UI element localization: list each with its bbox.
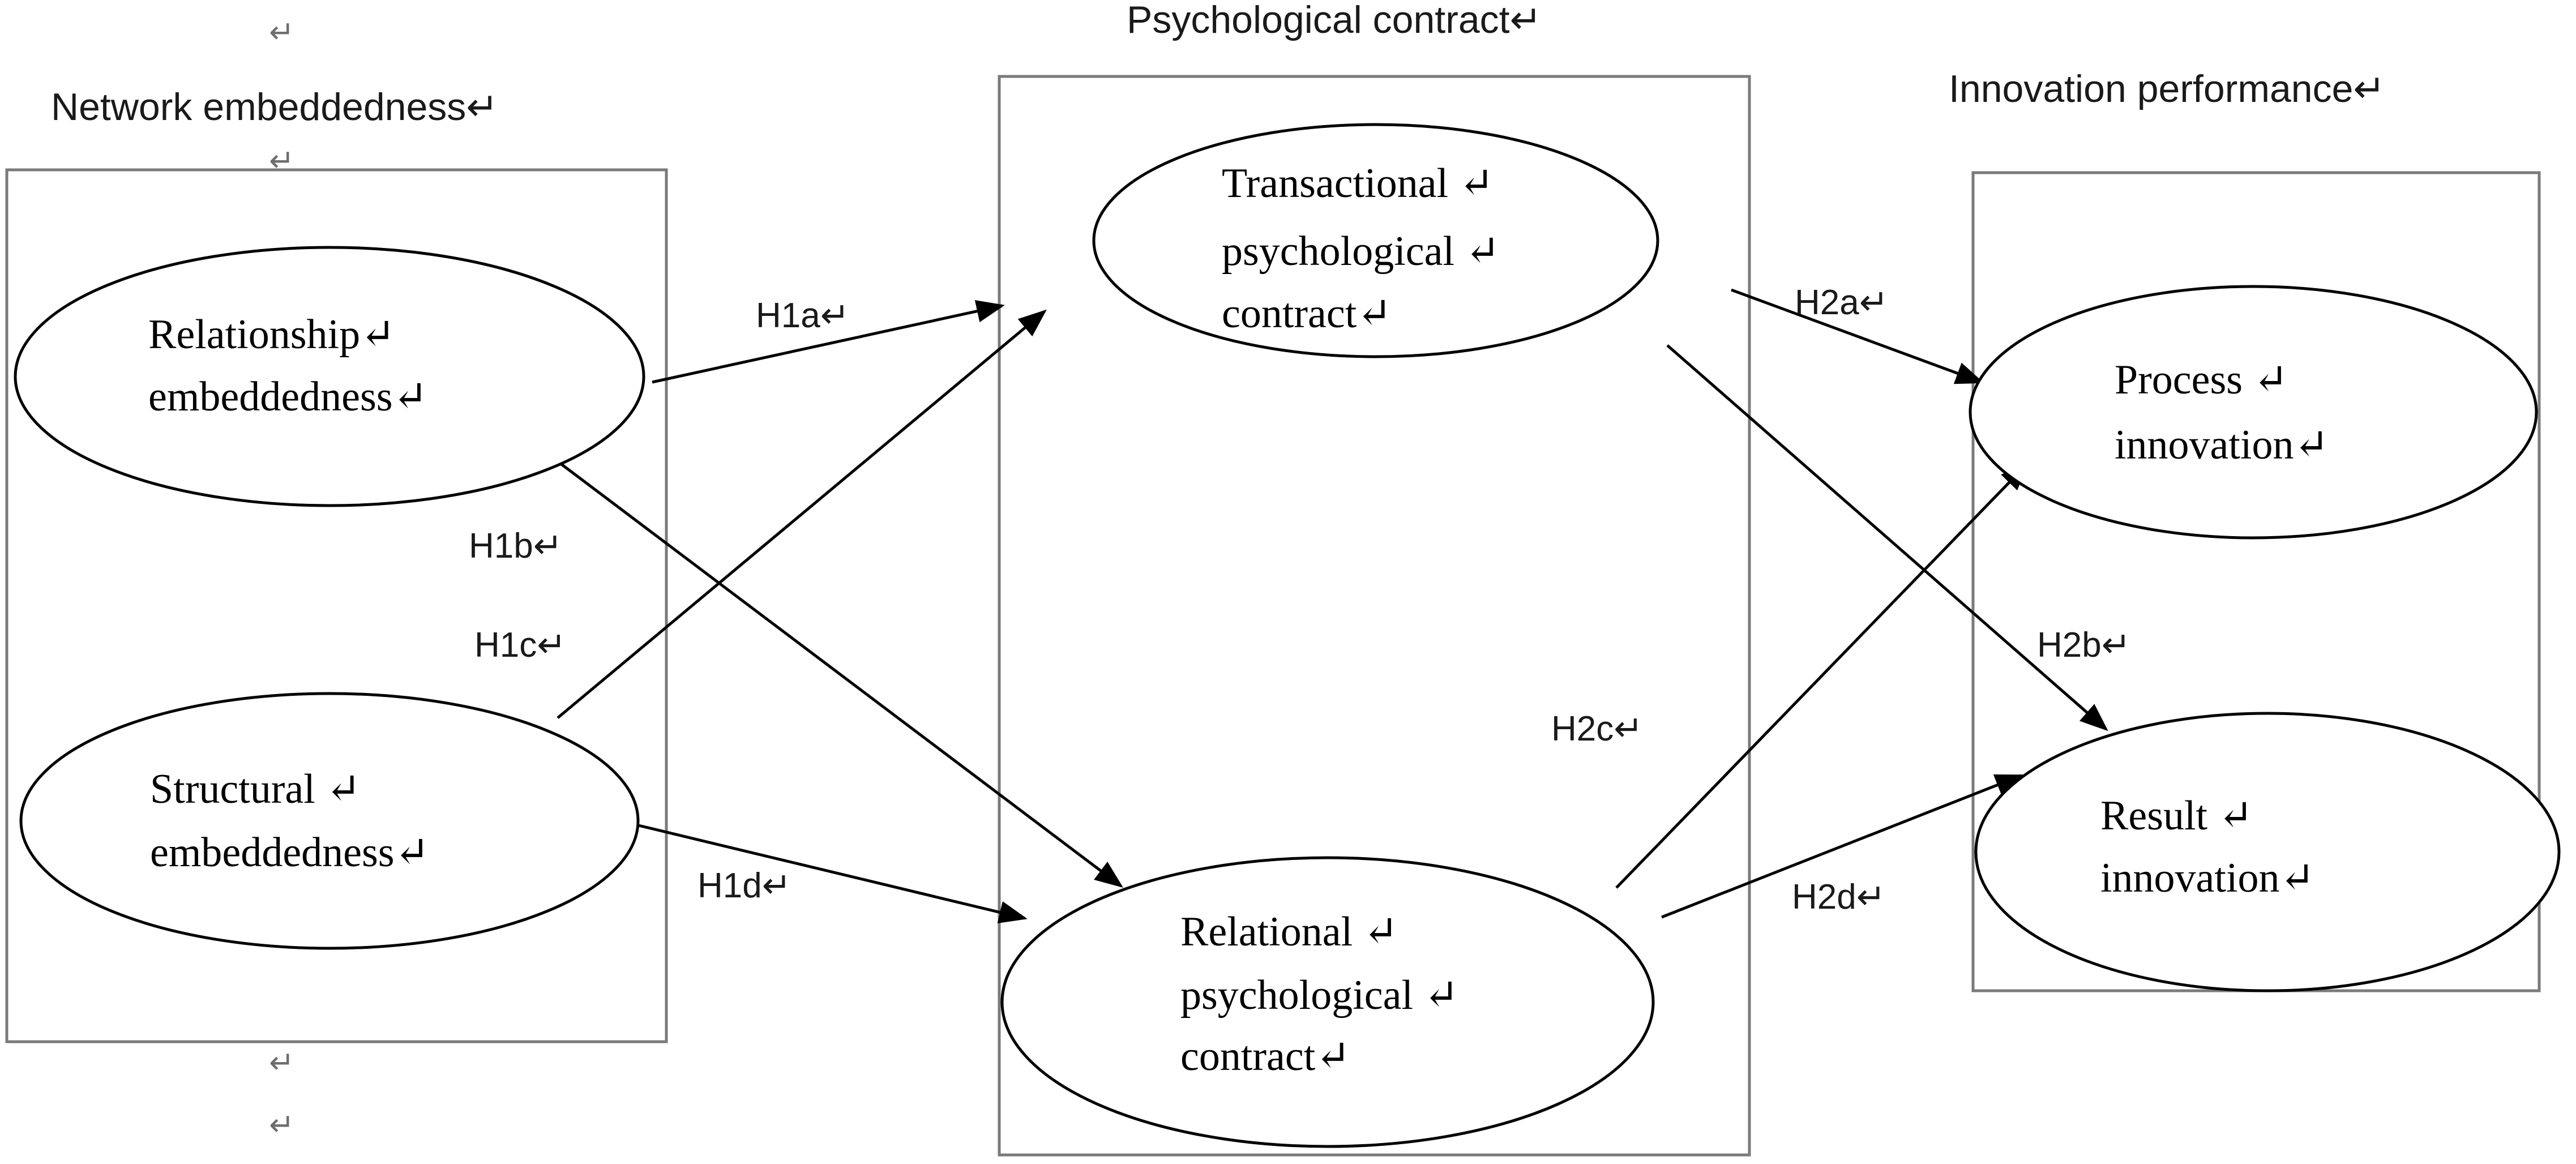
psychological-contract-box — [998, 75, 1751, 1157]
edge-h1d — [638, 824, 1028, 923]
edge-h2b — [1666, 344, 2108, 731]
transactional-contract-label-line2: psychological ↵ — [1222, 228, 1500, 275]
group-title-innovation-performance: Innovation performance↵ — [1949, 67, 2385, 110]
edge-h1a — [652, 300, 1005, 384]
node-result-innovation — [1974, 712, 2561, 992]
edge-label-h1b: H1b↵ — [469, 527, 563, 566]
node-transactional-psychological-contract — [1092, 123, 1659, 358]
edge-h1b — [557, 460, 1123, 888]
edge-label-h1a: H1a↵ — [756, 296, 850, 335]
result-innovation-label-line1: Result ↵ — [2100, 793, 2253, 839]
edge-h2c — [1615, 462, 2029, 889]
relational-contract-label-line3: contract↵ — [1180, 1033, 1350, 1080]
relationship-embeddedness-label-line1: Relationship↵ — [148, 311, 395, 358]
paragraph-mark-upper: ↵ — [269, 143, 294, 178]
relational-contract-label-line1: Relational ↵ — [1180, 909, 1398, 955]
transactional-contract-label-line3: contract↵ — [1222, 290, 1392, 337]
edge-h2a — [1731, 288, 1984, 384]
group-title-psychological-contract: Psychological contract↵ — [1127, 0, 1542, 41]
edge-label-h2b: H2b↵ — [2037, 626, 2131, 665]
edge-label-h2c: H2c↵ — [1551, 709, 1643, 748]
edge-label-h2a: H2a↵ — [1795, 283, 1889, 322]
result-innovation-label-line2: innovation↵ — [2100, 855, 2315, 901]
node-relationship-embeddedness — [14, 246, 645, 507]
node-process-innovation — [1969, 285, 2538, 540]
network-embeddedness-box — [5, 168, 668, 1043]
edge-h1c — [557, 309, 1047, 719]
paragraph-mark-top: ↵ — [269, 14, 294, 50]
edge-label-h1d: H1d↵ — [698, 866, 791, 905]
node-relational-psychological-contract — [1000, 856, 1655, 1148]
edge-h2d — [1661, 774, 2024, 919]
edge-label-h2d: H2d↵ — [1792, 878, 1886, 917]
structural-embeddedness-label-line2: embeddedness↵ — [150, 829, 430, 876]
paragraph-mark-bottom: ↵ — [269, 1107, 294, 1142]
group-title-network-embeddedness: Network embeddedness↵ — [51, 85, 498, 129]
structural-embeddedness-label-line1: Structural ↵ — [150, 766, 361, 812]
node-structural-embeddedness — [19, 692, 640, 950]
process-innovation-label-line2: innovation↵ — [2115, 422, 2329, 468]
paragraph-mark-lower: ↵ — [269, 1045, 294, 1080]
relationship-embeddedness-label-line2: embeddedness↵ — [148, 374, 428, 420]
transactional-contract-label-line1: Transactional ↵ — [1222, 160, 1494, 207]
process-innovation-label-line1: Process ↵ — [2115, 357, 2288, 403]
relational-contract-label-line2: psychological ↵ — [1180, 972, 1459, 1018]
edge-label-h1c: H1c↵ — [474, 626, 566, 665]
